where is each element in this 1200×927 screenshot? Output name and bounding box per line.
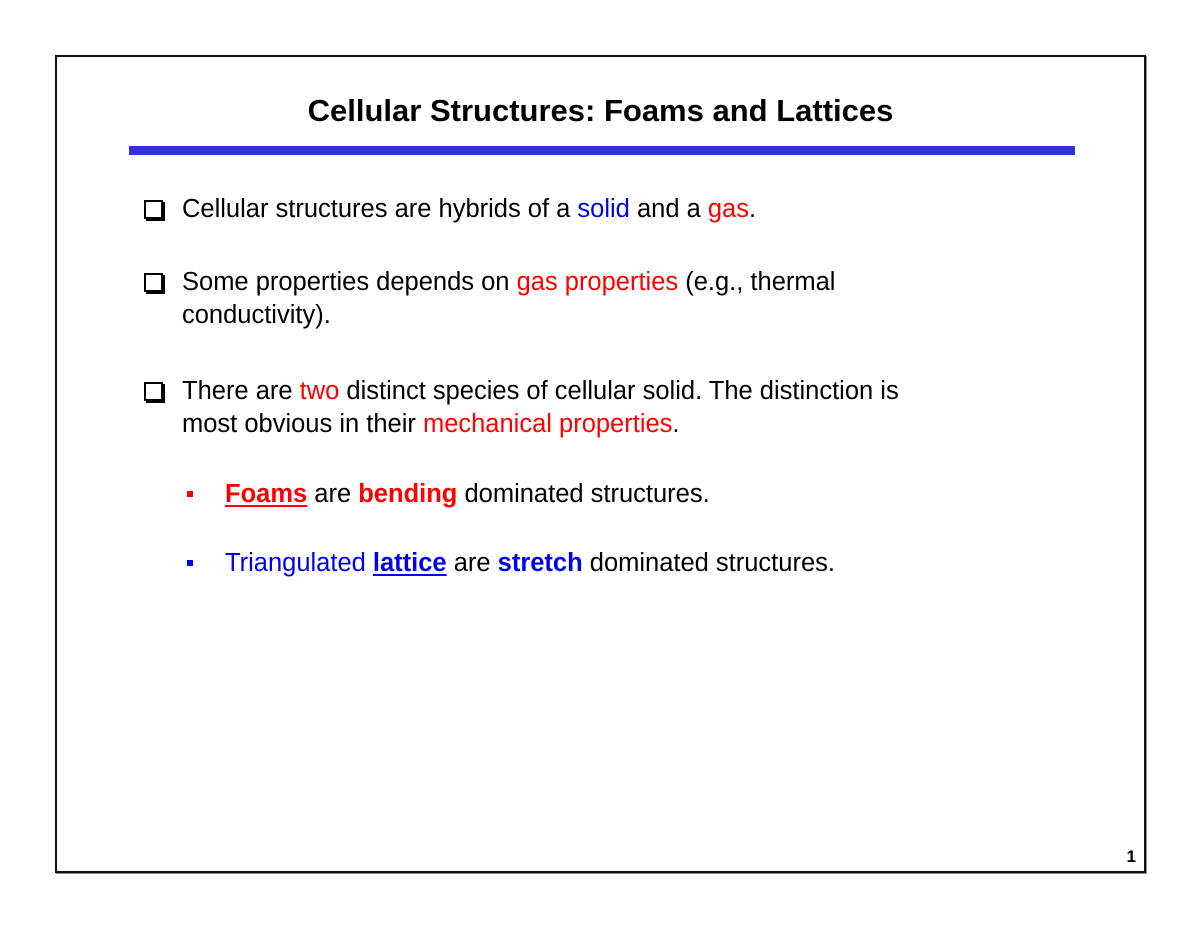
highlight-gas: gas xyxy=(707,195,749,223)
checkbox-bullet-icon xyxy=(144,382,163,401)
slide-title: Cellular Structures: Foams and Lattices xyxy=(307,93,894,128)
text-run: and a xyxy=(629,195,708,223)
highlight-two: two xyxy=(299,377,340,405)
text-run: dominated structures. xyxy=(582,549,835,577)
text-run: (e.g., thermal xyxy=(678,268,836,296)
text-run: . xyxy=(748,195,757,223)
term-stretch: stretch xyxy=(497,549,583,577)
text-run: Cellular structures are hybrids of a xyxy=(182,195,578,223)
bullet-1-line-1: Cellular structures are hybrids of a sol… xyxy=(182,194,756,225)
checkbox-bullet-icon xyxy=(144,200,163,219)
term-bending: bending xyxy=(358,480,458,508)
text-run: conductivity). xyxy=(182,301,331,329)
square-bullet-icon xyxy=(187,560,193,566)
bullet-2-line-1: Some properties depends on gas propertie… xyxy=(182,267,835,298)
term-foams: Foams xyxy=(225,480,308,508)
text-run: . xyxy=(672,410,680,438)
text-run: distinct species of cellular solid. The … xyxy=(339,377,899,405)
text-run-triangulated: Triangulated xyxy=(225,549,373,577)
text-run: are xyxy=(307,480,359,508)
square-bullet-icon xyxy=(187,491,193,497)
text-run: are xyxy=(446,549,498,577)
text-run: most obvious in their xyxy=(182,410,423,438)
highlight-mechanical-properties: mechanical properties xyxy=(422,410,673,438)
highlight-solid: solid xyxy=(577,195,630,223)
text-run: There are xyxy=(182,377,300,405)
bullet-3-line-2: most obvious in their mechanical propert… xyxy=(182,409,680,440)
sub-bullet-1-text: Foams are bending dominated structures. xyxy=(225,479,710,510)
checkbox-bullet-icon xyxy=(144,273,163,292)
bullet-2-line-2: conductivity). xyxy=(182,300,331,331)
bullet-3-line-1: There are two distinct species of cellul… xyxy=(182,376,899,407)
text-run: dominated structures. xyxy=(457,480,710,508)
text-run: Some properties depends on xyxy=(182,268,517,296)
slide: Cellular Structures: Foams and Lattices … xyxy=(55,55,1146,873)
highlight-gas-properties: gas properties xyxy=(516,268,679,296)
sub-bullet-2-text: Triangulated lattice are stretch dominat… xyxy=(225,548,835,579)
term-lattice: lattice xyxy=(372,549,447,577)
title-underline-bar xyxy=(129,146,1075,155)
page-number: 1 xyxy=(1126,847,1136,866)
